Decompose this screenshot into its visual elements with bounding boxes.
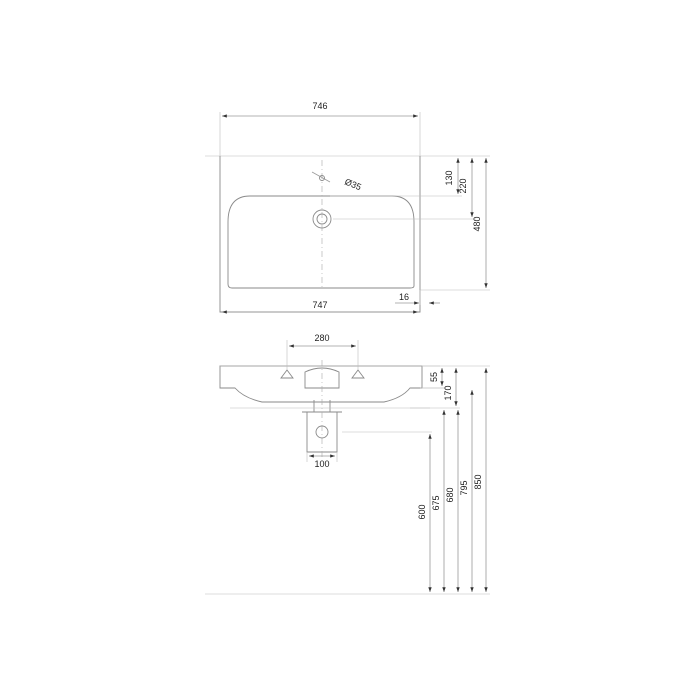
label-16: 16 xyxy=(399,292,409,302)
tap-boss-left xyxy=(280,369,294,379)
label-100: 100 xyxy=(314,459,329,469)
tap-hole-leader xyxy=(311,171,331,183)
label-280: 280 xyxy=(314,333,329,343)
top-view: 746 747 Ø35 130 220 480 16 xyxy=(205,101,490,314)
label-170: 170 xyxy=(443,385,453,400)
basin-outline-front xyxy=(219,365,423,403)
label-747: 747 xyxy=(312,300,327,310)
front-view: 280 100 55 170 600 675 680 795 xyxy=(205,333,490,595)
label-746: 746 xyxy=(312,101,327,111)
label-600: 600 xyxy=(417,504,427,519)
tap-hole xyxy=(319,175,325,181)
label-795: 795 xyxy=(459,480,469,495)
label-diameter: Ø35 xyxy=(343,177,363,193)
label-55: 55 xyxy=(429,372,439,382)
label-480: 480 xyxy=(472,216,482,231)
label-850: 850 xyxy=(473,474,483,489)
label-675: 675 xyxy=(431,495,441,510)
label-680: 680 xyxy=(445,487,455,502)
label-130: 130 xyxy=(444,170,454,185)
tap-boss-right xyxy=(351,369,365,379)
label-220: 220 xyxy=(458,178,468,193)
tap-center xyxy=(304,367,340,389)
inner-bowl-outline xyxy=(227,195,415,289)
